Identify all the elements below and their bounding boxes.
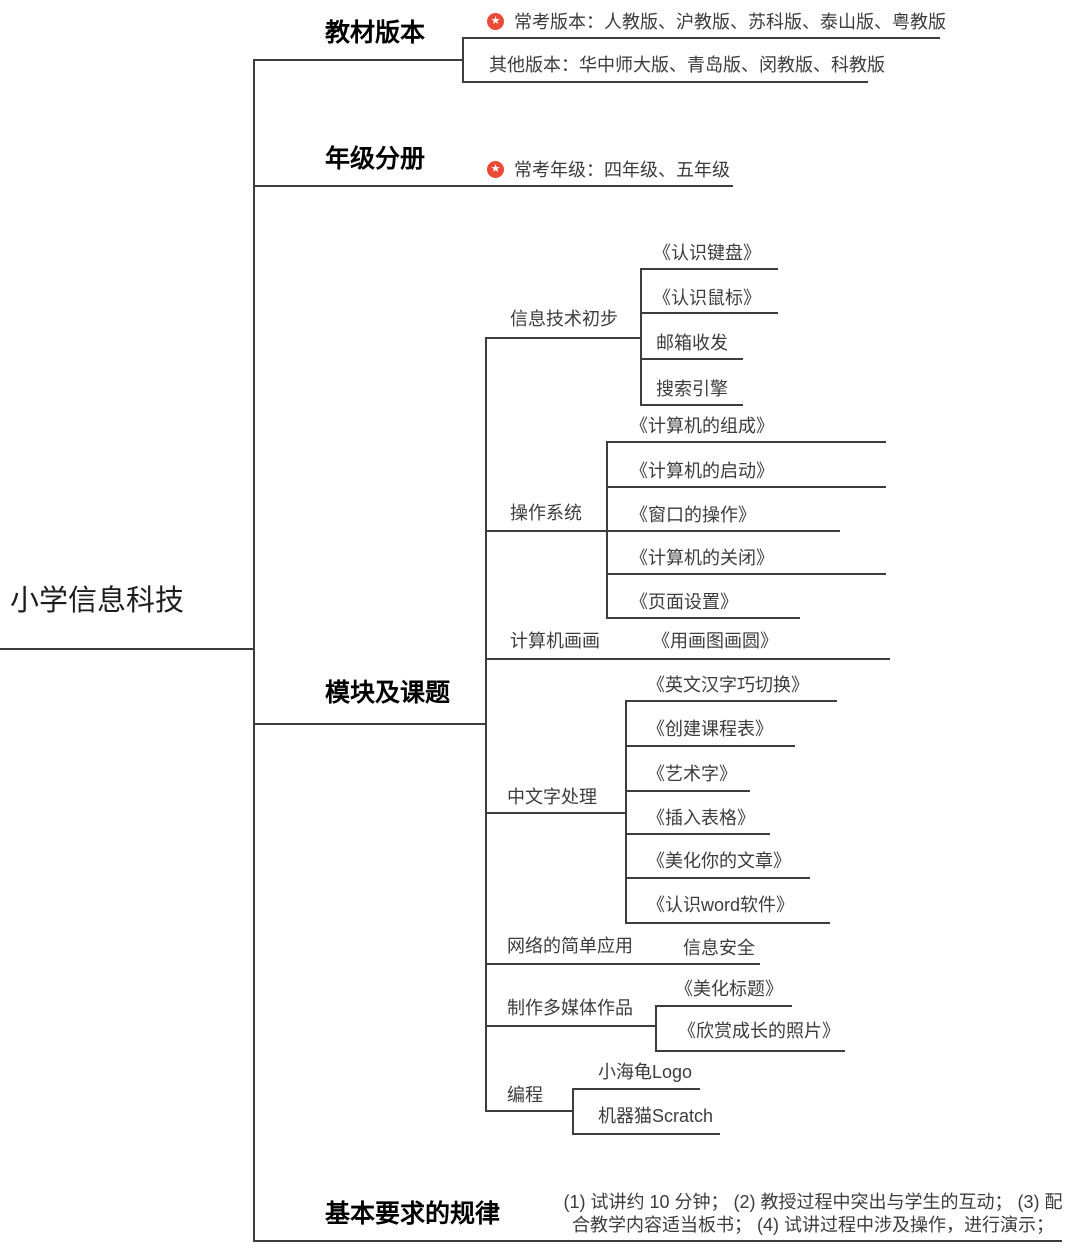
node-window-operations[interactable]: 《窗口的操作》 — [630, 505, 756, 525]
star-icon: ★ — [487, 13, 504, 30]
connector-line — [462, 37, 464, 83]
node-underline — [640, 268, 778, 270]
node-common-grades[interactable]: 常考年级：四年级、五年级 — [514, 160, 730, 180]
branch-basic-requirements[interactable]: 基本要求的规律 — [325, 1200, 501, 1228]
connector-line — [485, 337, 487, 1112]
branch-line — [485, 337, 642, 339]
node-beautify-article[interactable]: 《美化你的文章》 — [647, 851, 791, 871]
node-common-versions[interactable]: 常考版本：人教版、沪教版、苏科版、泰山版、粤教版 — [514, 12, 946, 32]
node-underline — [625, 700, 837, 702]
node-underline — [572, 1088, 700, 1090]
node-underline — [606, 617, 800, 619]
branch-line — [253, 723, 487, 725]
node-underline — [572, 1133, 720, 1135]
node-draw-circle-with-paint[interactable]: 《用画图画圆》 — [652, 631, 778, 651]
node-multimedia-works[interactable]: 制作多媒体作品 — [507, 998, 633, 1018]
trunk-line — [253, 59, 255, 1242]
node-underline — [640, 404, 743, 406]
node-growth-photos[interactable]: 《欣赏成长的照片》 — [678, 1021, 840, 1041]
node-page-setup[interactable]: 《页面设置》 — [630, 592, 738, 612]
branch-line — [485, 1025, 657, 1027]
node-other-versions[interactable]: 其他版本：华中师大版、青岛版、闵教版、科教版 — [489, 55, 885, 75]
node-en-cn-switch[interactable]: 《英文汉字巧切换》 — [647, 675, 809, 695]
node-underline — [606, 486, 886, 488]
node-create-timetable[interactable]: 《创建课程表》 — [647, 719, 773, 739]
node-know-keyboard[interactable]: 《认识键盘》 — [653, 243, 761, 263]
node-info-security[interactable]: 信息安全 — [683, 938, 755, 958]
node-network-simple-apps[interactable]: 网络的简单应用 — [507, 936, 633, 956]
root-node[interactable]: 小学信息科技 — [10, 585, 185, 617]
node-scratch[interactable]: 机器猫Scratch — [598, 1106, 714, 1126]
star-icon: ★ — [487, 161, 504, 178]
node-underline — [655, 1005, 792, 1007]
node-search-engine[interactable]: 搜索引擎 — [656, 379, 728, 399]
connector-line — [606, 441, 608, 619]
node-underline — [462, 37, 940, 39]
node-underline — [655, 1050, 845, 1052]
node-computer-shutdown[interactable]: 《计算机的关闭》 — [630, 548, 774, 568]
branch-line — [485, 963, 760, 965]
node-insert-table[interactable]: 《插入表格》 — [647, 808, 755, 828]
branch-line — [253, 59, 464, 61]
node-underline — [625, 877, 810, 879]
branch-textbook-versions[interactable]: 教材版本 — [325, 19, 426, 47]
connector-line — [625, 700, 627, 924]
branch-line — [485, 530, 840, 532]
connector-line — [640, 268, 642, 406]
node-underline — [625, 922, 830, 924]
branch-line — [253, 185, 733, 187]
node-chinese-word-processing[interactable]: 中文字处理 — [507, 787, 597, 807]
node-wordart[interactable]: 《艺术字》 — [647, 764, 737, 784]
node-it-basics[interactable]: 信息技术初步 — [510, 309, 618, 329]
branch-line — [485, 1110, 574, 1112]
node-underline — [625, 745, 795, 747]
root-underline — [0, 648, 255, 650]
node-underline — [606, 441, 886, 443]
node-underline — [606, 573, 886, 575]
node-computer-drawing[interactable]: 计算机画画 — [510, 631, 600, 651]
connector-line — [572, 1088, 574, 1135]
node-underline — [625, 790, 750, 792]
node-email-send-receive[interactable]: 邮箱收发 — [656, 333, 728, 353]
branch-grade-volumes[interactable]: 年级分册 — [325, 145, 426, 173]
branch-line — [485, 812, 627, 814]
node-turtle-logo[interactable]: 小海龟Logo — [598, 1062, 693, 1082]
node-requirements-text[interactable]: (1) 试讲约 10 分钟； (2) 教授过程中突出与学生的互动； (3) 配合… — [563, 1192, 1063, 1235]
node-underline — [640, 312, 778, 314]
node-know-mouse[interactable]: 《认识鼠标》 — [653, 288, 761, 308]
branch-line — [253, 1240, 1062, 1242]
connector-line — [655, 1005, 657, 1052]
node-underline — [462, 81, 868, 83]
node-underline — [640, 358, 743, 360]
node-beautify-title[interactable]: 《美化标题》 — [675, 979, 783, 999]
node-know-word-software[interactable]: 《认识word软件》 — [647, 895, 795, 915]
node-computer-startup[interactable]: 《计算机的启动》 — [630, 461, 774, 481]
node-computer-composition[interactable]: 《计算机的组成》 — [630, 416, 774, 436]
branch-modules-topics[interactable]: 模块及课题 — [325, 679, 451, 707]
node-operating-system[interactable]: 操作系统 — [510, 503, 582, 523]
node-programming[interactable]: 编程 — [507, 1085, 543, 1105]
branch-line — [485, 658, 890, 660]
node-underline — [625, 833, 770, 835]
